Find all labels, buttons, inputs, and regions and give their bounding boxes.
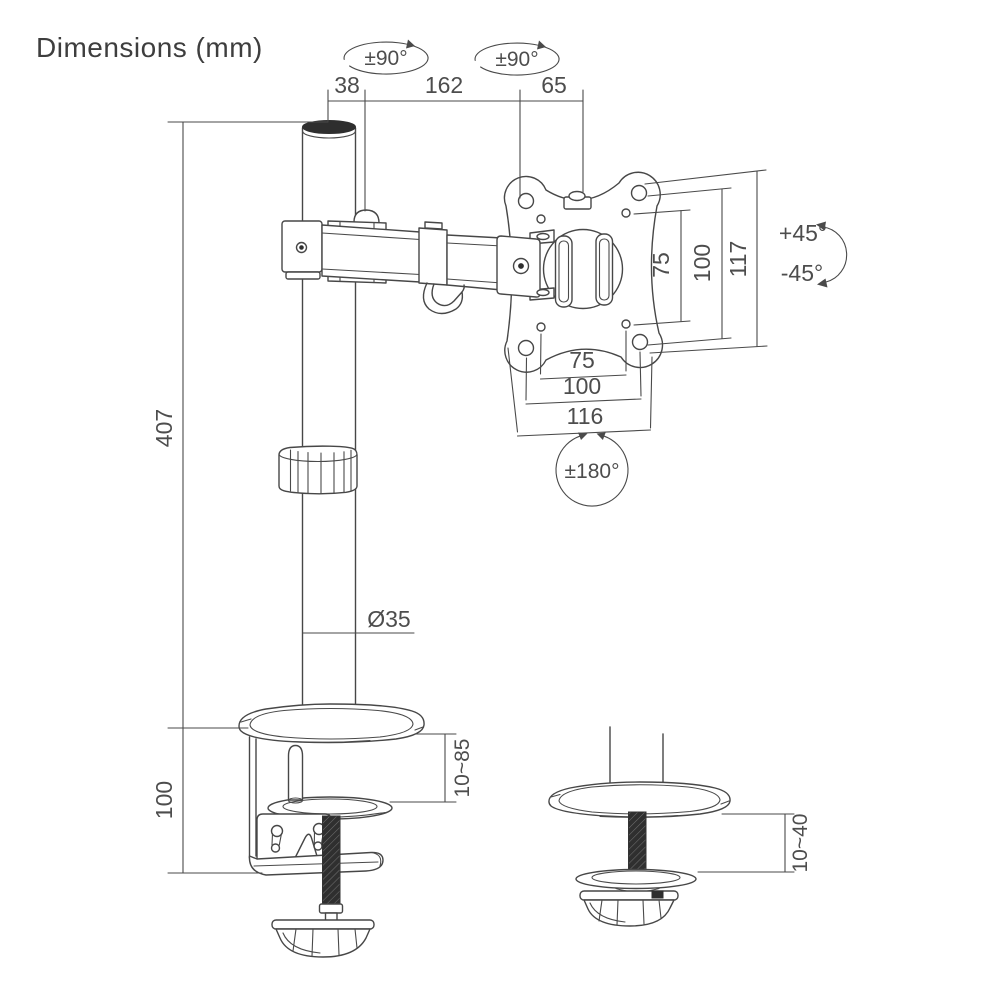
vesa-top-screw bbox=[568, 190, 586, 202]
rotate-arrow-left-icon bbox=[578, 432, 588, 440]
desk-clamp bbox=[248, 736, 393, 958]
vesa-corner-hole bbox=[630, 184, 648, 202]
clamp-knob-foot bbox=[271, 919, 375, 958]
grommet-base bbox=[548, 781, 731, 818]
rotate-arrow-right-icon bbox=[596, 432, 606, 440]
rotation-arrow-icon bbox=[537, 40, 546, 50]
grommet-threaded-rod bbox=[628, 811, 647, 873]
dim-162-label: 162 bbox=[425, 72, 463, 98]
left-dimension-group: 407 100 bbox=[151, 121, 263, 874]
arm-joint-middle bbox=[418, 227, 448, 286]
head-swivel-annotation: ±90° bbox=[474, 40, 560, 76]
screen-rotate-label: ±180° bbox=[565, 460, 620, 483]
head-swivel-label: ±90° bbox=[495, 48, 538, 71]
vesa-corner-hole bbox=[631, 333, 649, 351]
grommet-washer bbox=[575, 868, 697, 890]
arm-swivel-label: ±90° bbox=[364, 47, 407, 70]
pole-diameter-label: Ø35 bbox=[367, 606, 410, 632]
dim-65-label: 65 bbox=[541, 72, 567, 98]
vesa-inner-hole bbox=[621, 319, 631, 329]
tilt-arrow-down-icon bbox=[817, 278, 828, 288]
rotation-arrow-icon bbox=[406, 39, 415, 49]
arm-swivel-annotation: ±90° bbox=[343, 39, 429, 75]
grommet-range-dimension: 10~40 bbox=[697, 813, 812, 873]
pole-cap bbox=[302, 120, 356, 134]
tilt-down-label: -45° bbox=[781, 260, 823, 286]
clamp-gusset bbox=[290, 833, 321, 867]
grommet-mount bbox=[548, 726, 731, 927]
vesa-corner-hole bbox=[517, 339, 535, 357]
tilt-screw bbox=[512, 257, 530, 275]
dim-100-left-label: 100 bbox=[151, 781, 177, 819]
vesa-plate bbox=[503, 171, 664, 373]
cable-hook-icon bbox=[422, 282, 465, 315]
tilt-arrow-up-icon bbox=[816, 221, 826, 231]
clamp-range-dimension: 10~85 bbox=[389, 733, 474, 803]
tilt-annotation: +45° -45° bbox=[779, 220, 848, 288]
vesa-center-circle bbox=[542, 228, 624, 310]
vesa-100v-label: 100 bbox=[689, 244, 715, 282]
vesa-100h-label: 100 bbox=[563, 373, 601, 399]
tilt-up-label: +45° bbox=[779, 220, 827, 246]
vesa-inner-hole bbox=[536, 214, 546, 224]
vesa-corner-hole bbox=[517, 192, 535, 210]
vesa-inner-hole bbox=[621, 208, 631, 218]
arm-assembly bbox=[281, 209, 555, 301]
grommet-knob-foot bbox=[579, 890, 679, 927]
grommet-range-label: 10~40 bbox=[789, 814, 812, 873]
arm-top-knob bbox=[353, 209, 380, 224]
pole-diameter-annotation: Ø35 bbox=[302, 606, 415, 634]
vesa-117-label: 117 bbox=[725, 241, 751, 278]
clamp-guide-pin bbox=[287, 744, 304, 801]
vesa-116-label: 116 bbox=[567, 403, 604, 429]
vesa-75v-label: 75 bbox=[648, 252, 674, 278]
desk-base bbox=[238, 703, 425, 744]
pole-collar bbox=[278, 445, 358, 495]
vesa-75h-label: 75 bbox=[569, 347, 595, 373]
dim-407-label: 407 bbox=[151, 409, 177, 447]
dim-38-label: 38 bbox=[334, 72, 360, 98]
vesa-slot bbox=[595, 233, 614, 306]
vesa-slot bbox=[554, 235, 573, 308]
top-dimension-group: 38 162 65 bbox=[167, 72, 584, 212]
vesa-right-dimensions: 75 100 117 bbox=[633, 169, 768, 354]
clamp-threaded-rod bbox=[322, 815, 341, 905]
vesa-inner-hole bbox=[536, 322, 546, 332]
vesa-bottom-dimensions: 75 100 116 bbox=[507, 330, 653, 437]
screen-rotate-annotation: ±180° bbox=[555, 432, 629, 507]
page-title: Dimensions (mm) bbox=[36, 32, 263, 63]
clamp-range-label: 10~85 bbox=[451, 739, 474, 798]
